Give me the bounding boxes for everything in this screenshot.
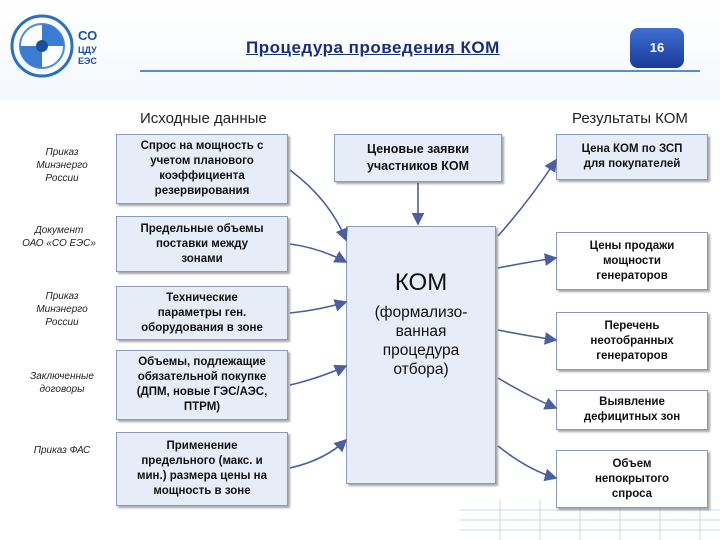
- arrow-tech-to-kom: [290, 302, 346, 313]
- arrow-kom-to-uncovered: [498, 446, 556, 478]
- arrow-volumes-to-kom: [290, 366, 346, 385]
- arrow-kom-to-unselected: [498, 330, 556, 340]
- arrow-kom-to-sale-prices: [498, 258, 556, 268]
- arrow-kom-to-deficit: [498, 378, 556, 408]
- arrow-kom-to-zsp: [498, 160, 556, 236]
- arrow-demand-to-kom: [290, 170, 346, 240]
- arrow-prices-to-kom: [290, 440, 346, 468]
- arrow-limits-to-kom: [290, 244, 346, 262]
